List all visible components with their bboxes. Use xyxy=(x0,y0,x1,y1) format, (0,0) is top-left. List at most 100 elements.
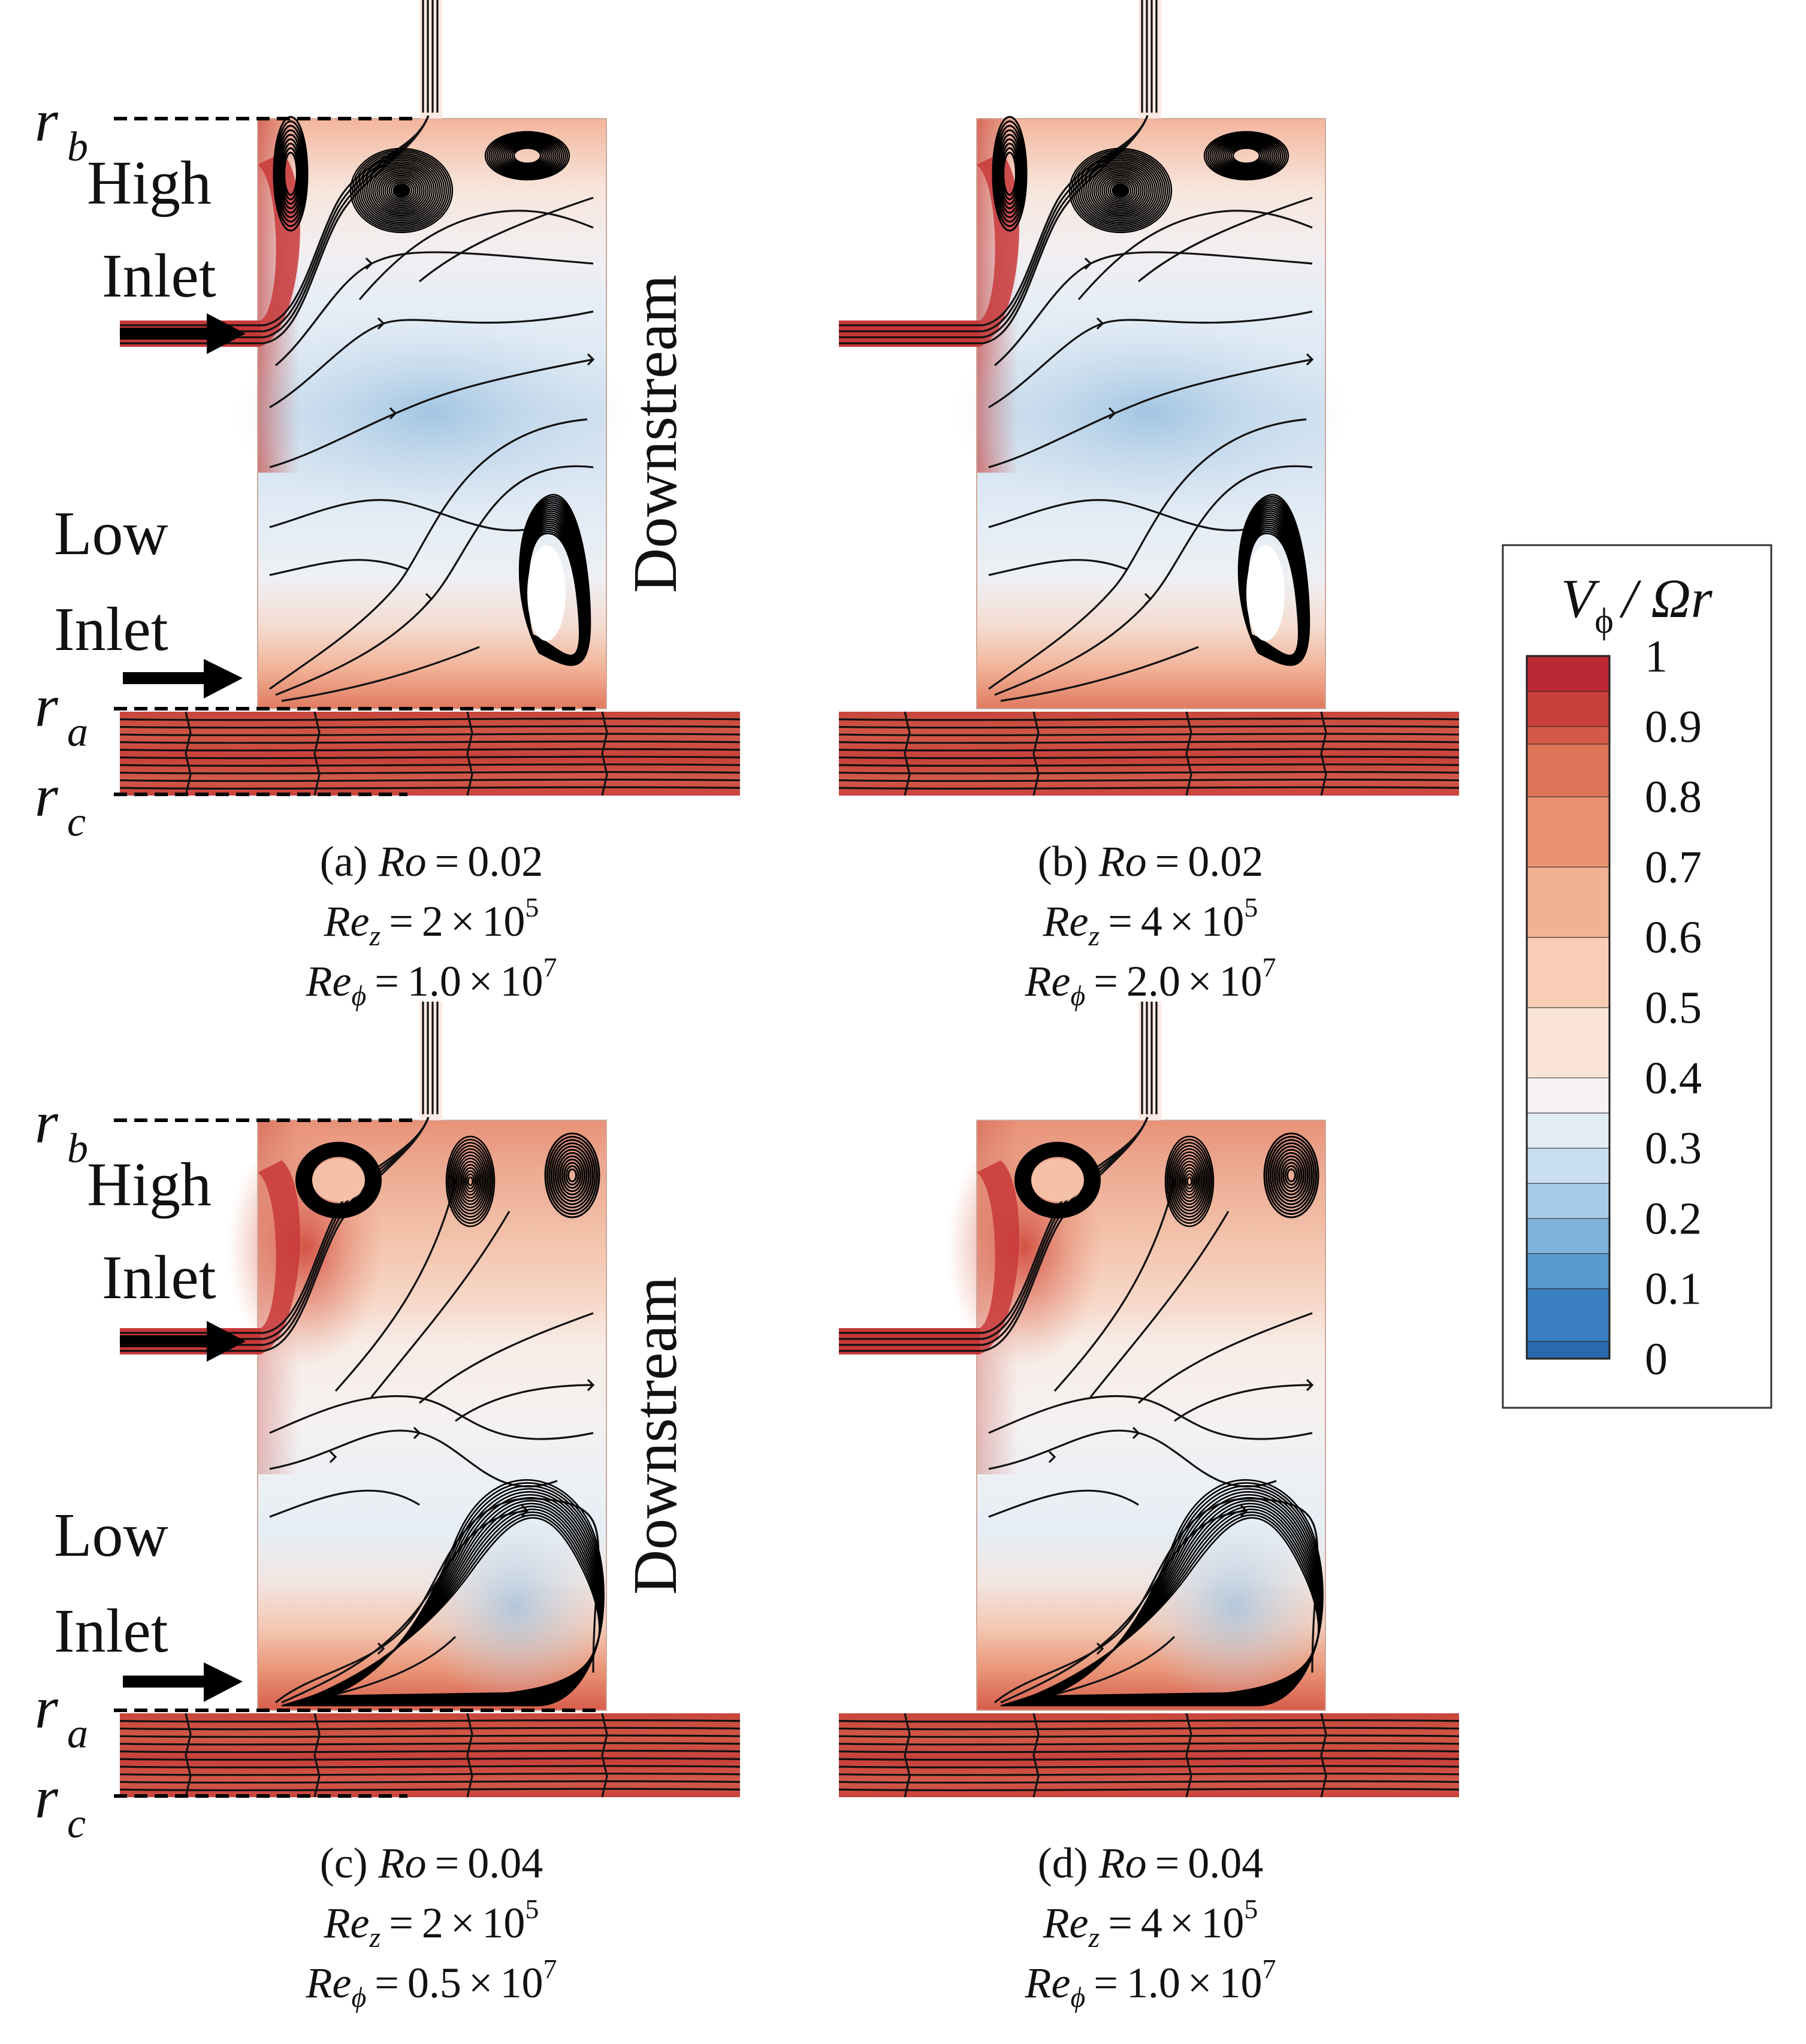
top-left-vortex xyxy=(1016,1143,1099,1217)
caption-line-ro: (c) Ro=0.04 xyxy=(320,1839,543,1887)
top-center-vortex xyxy=(455,1154,485,1208)
cavity-streamline xyxy=(1137,196,1313,283)
caption-line-ro: (b) Ro=0.02 xyxy=(1038,837,1264,885)
streamline-arrow xyxy=(1132,1426,1140,1440)
cavity-streamline xyxy=(1053,1181,1176,1392)
top-right-vortex xyxy=(502,141,553,171)
top-center-vortex xyxy=(1183,1170,1196,1193)
streamline-arrow xyxy=(587,353,595,366)
caption-line-rephi: Reϕ=2.0×107 xyxy=(1025,952,1276,1012)
streamline-arrow xyxy=(1306,353,1314,366)
top-right-vortex xyxy=(508,144,547,168)
channel-streamline xyxy=(838,1749,1460,1753)
channel-chevron xyxy=(1032,711,1040,796)
channel-chevron xyxy=(601,1713,608,1798)
top-right-vortex xyxy=(1215,137,1278,174)
caption-line-ro: (d) Ro=0.04 xyxy=(1038,1839,1264,1887)
caption-line-rephi: Reϕ=1.0×107 xyxy=(1025,1954,1276,2013)
top-left-vortex xyxy=(274,120,307,228)
top-left-vortex xyxy=(303,1148,375,1213)
streamline-arrow xyxy=(377,1642,385,1655)
channel-chevron xyxy=(313,711,321,796)
channel-streamline xyxy=(838,1719,1460,1723)
high-inlet-label-line2: Inlet xyxy=(102,241,216,310)
caption-line-rez: Rez=4×105 xyxy=(1043,1894,1258,1954)
downstream-label: Downstream xyxy=(621,275,690,593)
top-right-vortex xyxy=(544,1132,600,1218)
channel-streamline xyxy=(119,1765,741,1768)
top-center-vortex xyxy=(447,1138,494,1224)
top-right-vortex xyxy=(511,146,543,165)
colorbar-band xyxy=(1527,1112,1609,1148)
top-center-vortex xyxy=(1081,158,1160,223)
top-center-vortex xyxy=(388,180,415,202)
top-right-vortex xyxy=(488,133,566,179)
top-center-vortex xyxy=(467,1176,473,1187)
top-right-vortex xyxy=(557,1152,588,1199)
low-swirl-region xyxy=(234,312,629,515)
top-right-vortex xyxy=(496,137,559,174)
top-center-vortex xyxy=(1164,1135,1215,1227)
top-right-vortex xyxy=(1266,1135,1317,1215)
top-left-vortex xyxy=(295,1142,382,1218)
top-right-vortex xyxy=(1221,141,1272,171)
top-right-vortex xyxy=(1211,135,1282,176)
streamline-arrow xyxy=(389,407,397,420)
rb-label: r xyxy=(35,1089,59,1156)
top-left-vortex xyxy=(1014,1142,1101,1218)
colorbar-tick-label: 0.2 xyxy=(1645,1193,1702,1244)
top-center-vortex xyxy=(1093,168,1148,213)
top-left-vortex xyxy=(279,138,302,210)
low-inlet-label-line2: Inlet xyxy=(54,1597,168,1665)
rb-subscript: b xyxy=(67,124,88,170)
rc-subscript: c xyxy=(67,1801,86,1847)
cavity-streamline xyxy=(418,196,594,283)
top-center-vortex xyxy=(1097,171,1144,210)
top-center-vortex xyxy=(452,1148,489,1215)
top-left-vortex xyxy=(1027,1153,1088,1208)
channel-chevron xyxy=(466,711,473,796)
top-center-vortex xyxy=(1176,1157,1203,1205)
channel-streamline xyxy=(119,771,741,775)
top-center-vortex xyxy=(1171,1148,1208,1215)
colorbar-band xyxy=(1527,1183,1609,1218)
channel-streamline xyxy=(119,1788,741,1792)
top-center-vortex-core xyxy=(1112,185,1129,196)
colorbar-tick-label: 1 xyxy=(1645,631,1668,682)
cavity-streamline xyxy=(269,1395,594,1440)
cavity-streamline xyxy=(269,498,540,532)
top-center-vortex xyxy=(1168,1142,1211,1221)
top-center-vortex xyxy=(1166,1138,1213,1224)
cavity-streamline xyxy=(358,210,594,301)
top-center-vortex xyxy=(1103,176,1138,205)
cavity-streamline xyxy=(269,310,594,409)
top-right-vortex xyxy=(1209,134,1283,177)
top-center-vortex xyxy=(1095,170,1146,211)
top-center-vortex xyxy=(1077,155,1164,227)
rb-label: r xyxy=(35,87,59,154)
top-right-vortex xyxy=(506,143,549,169)
downstream-label: Downstream xyxy=(621,1277,690,1595)
colorbar-tick-label: 0.5 xyxy=(1645,983,1702,1033)
colorbar-tick-label: 0.9 xyxy=(1645,702,1702,752)
jet-streamline xyxy=(839,115,1149,332)
high-inlet-arrowhead xyxy=(207,1321,246,1362)
top-right-vortex xyxy=(513,147,542,164)
channel-chevron xyxy=(904,1713,911,1798)
top-center-vortex xyxy=(1179,1163,1200,1199)
ra-subscript: a xyxy=(67,1711,88,1757)
streamline-arrow xyxy=(329,1450,337,1464)
channel-chevron xyxy=(1185,1713,1192,1798)
ra-label: r xyxy=(35,673,59,739)
channel-streamline xyxy=(119,733,741,736)
top-center-vortex xyxy=(1068,147,1173,234)
top-center-vortex xyxy=(1181,1167,1198,1196)
lower-vortex-core xyxy=(1246,545,1285,641)
top-center-vortex xyxy=(459,1160,482,1202)
top-center-vortex xyxy=(462,1167,479,1196)
top-right-vortex xyxy=(548,1139,596,1212)
cavity-streamline xyxy=(1174,1384,1313,1422)
channel-chevron xyxy=(904,711,911,796)
